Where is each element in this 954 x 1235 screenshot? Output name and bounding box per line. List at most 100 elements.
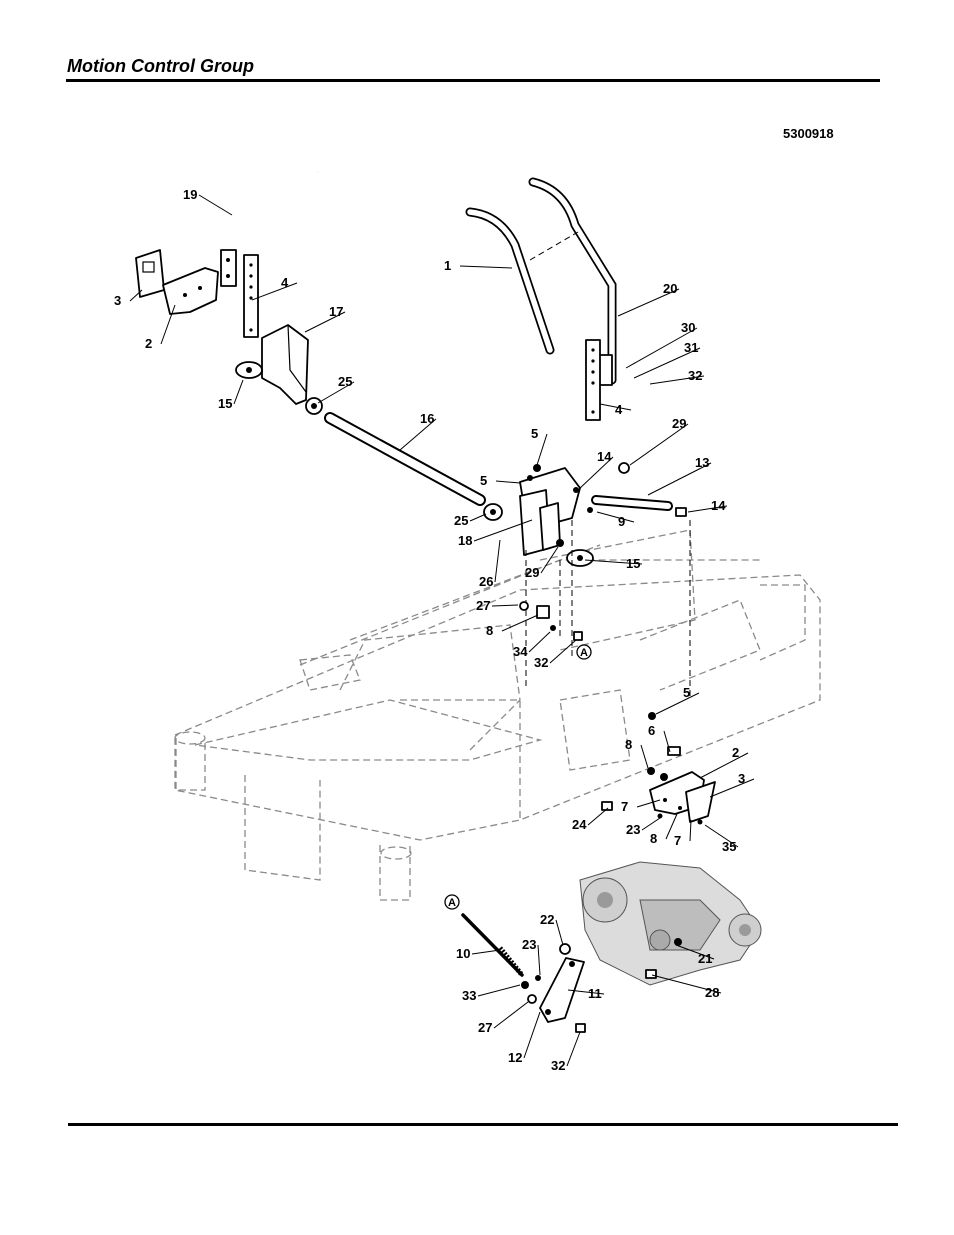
callout-leader-line	[649, 375, 705, 385]
callout-leader-line	[477, 984, 521, 997]
callout-leader-line	[198, 194, 233, 216]
callout-label: 17	[329, 304, 343, 319]
callout-leader-line	[647, 462, 712, 496]
callout-label: 27	[476, 598, 490, 613]
callout-label: 30	[681, 320, 695, 335]
callout-label: 24	[572, 817, 587, 832]
section-marker-circle	[444, 894, 460, 910]
section-marker-label: A	[448, 897, 456, 909]
callout-label: 26	[479, 574, 493, 589]
callout-leader-line	[687, 505, 728, 513]
callout-label: 5	[683, 685, 690, 700]
section-markers: AA	[444, 644, 592, 910]
callout-label: 22	[540, 912, 554, 927]
callout-label: 10	[456, 946, 470, 961]
callout-leader-line	[641, 817, 661, 831]
callout-label: 18	[458, 533, 472, 548]
callout-leader-line	[473, 519, 533, 542]
section-marker-label: A	[580, 647, 588, 659]
callout-label: 32	[534, 655, 548, 670]
callout-leader-line	[495, 480, 521, 484]
callout-label: 32	[688, 368, 702, 383]
header-rule	[66, 79, 880, 82]
callout-leader-line	[566, 1031, 581, 1067]
callout-label: 3	[738, 771, 745, 786]
callout-label: 5	[531, 426, 538, 441]
callout-label: 12	[508, 1050, 522, 1065]
callout-label: 3	[114, 293, 121, 308]
left-control-lever	[220, 155, 319, 287]
callout-leader-line	[555, 919, 564, 946]
callout-label: 33	[462, 988, 476, 1003]
callout-leader-line	[528, 631, 551, 653]
callout-leader-line	[523, 1011, 541, 1059]
callout-label: 2	[732, 745, 739, 760]
callout-leader-line	[537, 944, 541, 976]
callout-label: 8	[650, 831, 657, 846]
callout-leader-line	[709, 778, 755, 798]
callout-leader-line	[665, 813, 678, 840]
callout-label: 4	[281, 275, 289, 290]
right-control-levers	[465, 177, 617, 386]
callout-leader-line	[501, 614, 539, 632]
callout-label: 8	[625, 737, 632, 752]
lower-fasteners	[519, 601, 681, 811]
section-marker-circle	[576, 644, 592, 660]
callout-leader-line	[304, 311, 346, 333]
callout-leader-line	[629, 423, 689, 466]
callout-label: 25	[338, 374, 352, 389]
callout-label: 7	[621, 799, 628, 814]
mower-frame	[174, 529, 821, 901]
page-title: Motion Control Group	[67, 56, 254, 76]
callout-label: 2	[145, 336, 152, 351]
callout-label: 15	[626, 556, 640, 571]
left-pivot-bracket	[235, 324, 323, 415]
callout-label: 23	[522, 937, 536, 952]
callout-leader-line	[663, 730, 671, 753]
callout-leader-line	[675, 944, 715, 960]
callout-leader-line	[567, 989, 605, 995]
left-adjuster-bar	[243, 254, 259, 338]
drawing-number: 5300918	[783, 126, 834, 141]
callout-leader-line	[689, 819, 692, 842]
callout-leader-line	[233, 379, 244, 405]
callout-leader-line	[651, 974, 722, 994]
callout-leader-line	[469, 513, 487, 522]
callout-leader-line	[633, 347, 701, 379]
callout-label: 1	[444, 258, 451, 273]
callout-leader-line	[625, 327, 698, 369]
callout-label: 11	[588, 986, 602, 1001]
callout-leader-line	[160, 304, 176, 345]
callout-leader-line	[399, 418, 437, 451]
callout-label: 21	[698, 951, 712, 966]
callout-label: 23	[626, 822, 640, 837]
callout-label: 4	[615, 402, 623, 417]
callout-label: 9	[618, 514, 625, 529]
callout-label: 35	[722, 839, 736, 854]
callout-leader-line	[536, 433, 548, 466]
callout-leader-line	[699, 752, 749, 779]
callout-leader-line	[471, 949, 501, 955]
callout-label: 32	[551, 1058, 565, 1073]
callout-label: 5	[480, 473, 487, 488]
callout-label: 28	[705, 985, 719, 1000]
footer-rule	[68, 1123, 898, 1126]
callout-leader-line	[494, 539, 501, 583]
callout-leader-line	[596, 511, 635, 523]
callout-leader-line	[549, 639, 577, 664]
callout-leader-line	[704, 824, 739, 848]
callout-label: 25	[454, 513, 468, 528]
callout-leader-line	[587, 807, 609, 826]
control-rod-and-arm	[461, 913, 586, 1033]
callout-leader-line	[617, 288, 680, 317]
callout-leader-line	[584, 559, 643, 565]
callout-leader-line	[577, 456, 614, 491]
callout-label: 15	[218, 396, 232, 411]
callout-label: 6	[648, 723, 655, 738]
callout-label: 14	[597, 449, 612, 464]
callout-leader-line	[251, 282, 298, 301]
callout-label: 13	[695, 455, 709, 470]
callout-leader-line	[636, 799, 661, 808]
callout-label: 27	[478, 1020, 492, 1035]
callout-leader-line	[459, 265, 513, 269]
